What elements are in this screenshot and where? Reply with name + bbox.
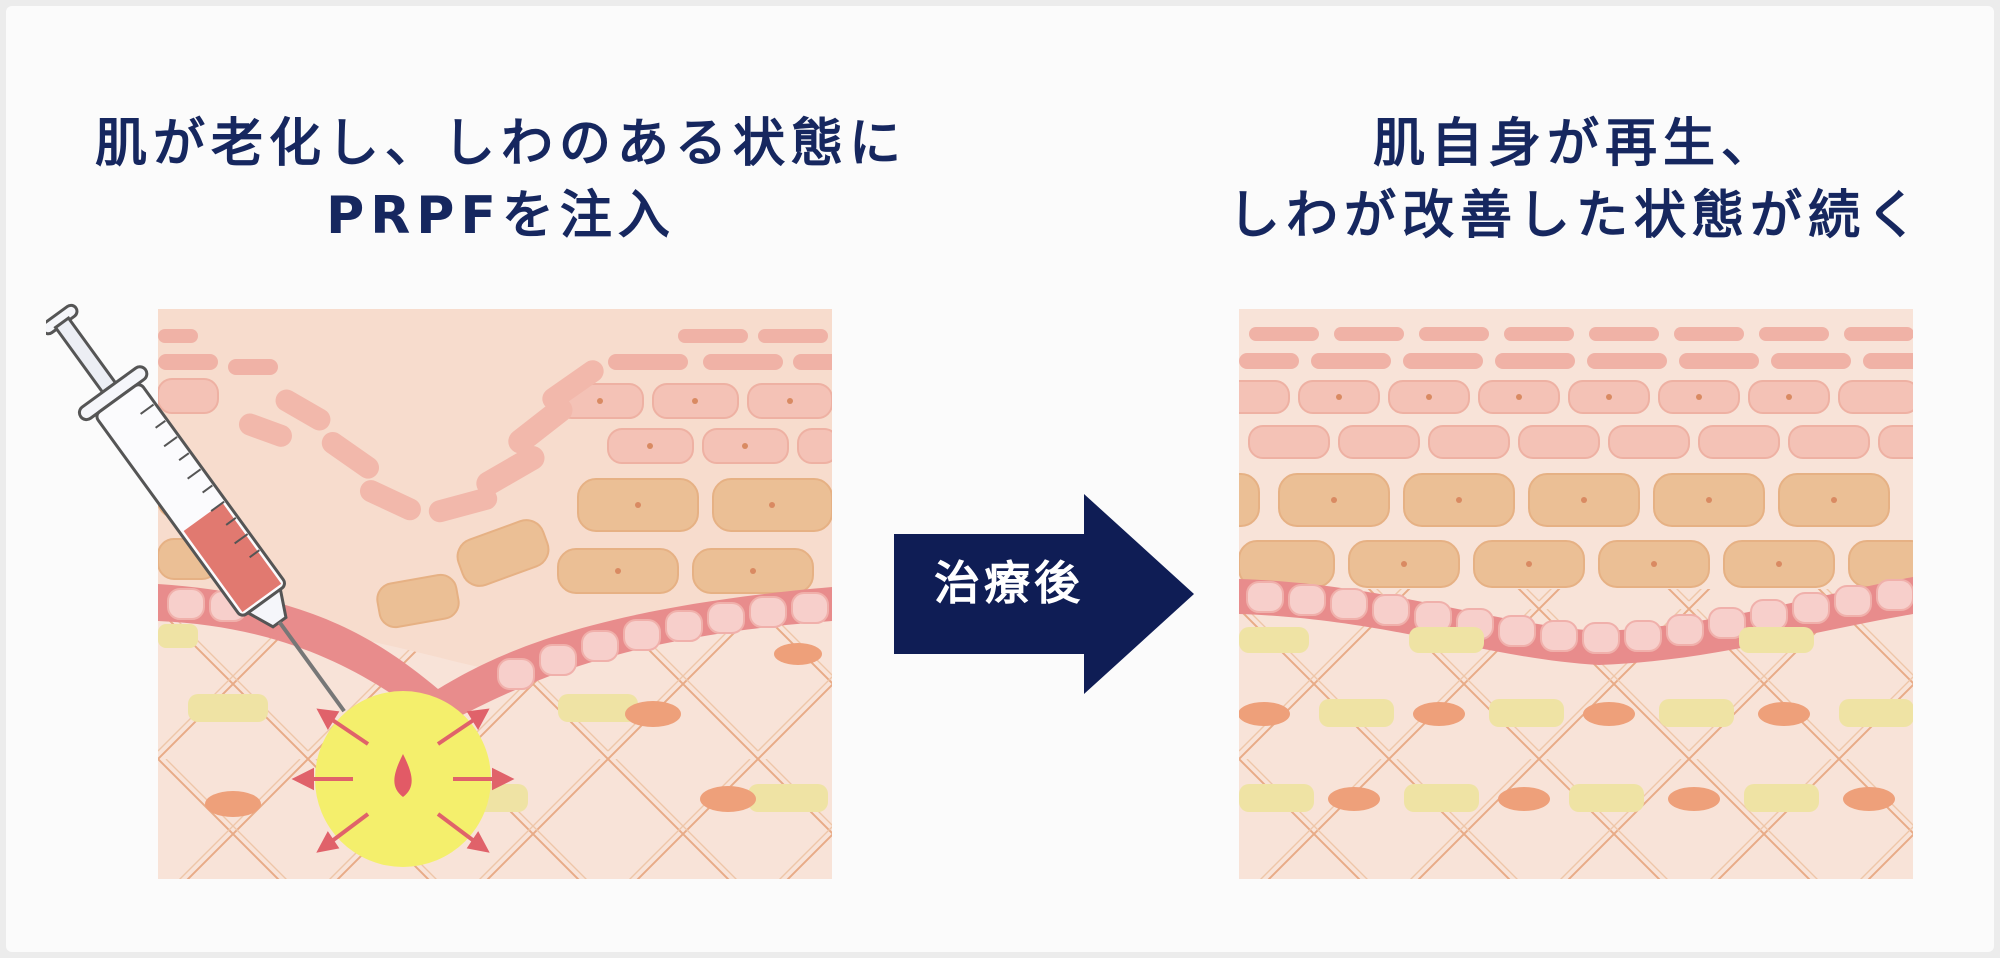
before-title: 肌が老化し、しわのある状態に PRPFを注入 [46,108,956,252]
fat-cells [158,624,828,812]
diagram-card: 肌が老化し、しわのある状態に PRPFを注入 肌自身が再生、 しわが改善した状態… [6,6,1994,952]
surface-cells [158,329,832,375]
cell-nuclei [1331,394,1837,567]
injection-burst-icon [291,691,515,867]
basal-cells [167,588,829,690]
syringe-icon [46,303,346,713]
fat-cells [1239,627,1913,812]
after-title-line1: 肌自身が再生、 [1372,114,1779,174]
cell-nuclei [597,398,793,574]
right-arrow-icon [894,494,1194,694]
after-title: 肌自身が再生、 しわが改善した状態が続く [1156,108,1996,252]
fibroblasts [1239,702,1895,811]
blood-drop-icon [394,754,412,797]
folded-cells [238,360,604,523]
fibroblasts [205,643,822,817]
surface-cells [1239,327,1913,369]
wrinkled-skin-illustration [158,309,832,879]
after-title-line2: しわが改善した状態が続く [1227,186,1924,246]
basal-cells [1246,579,1913,654]
arrow-label: 治療後 [934,556,1084,610]
before-title-line1: 肌が老化し、しわのある状態に [94,114,907,174]
before-title-line2: PRPFを注入 [326,186,676,246]
regenerated-skin-illustration [1239,309,1913,879]
